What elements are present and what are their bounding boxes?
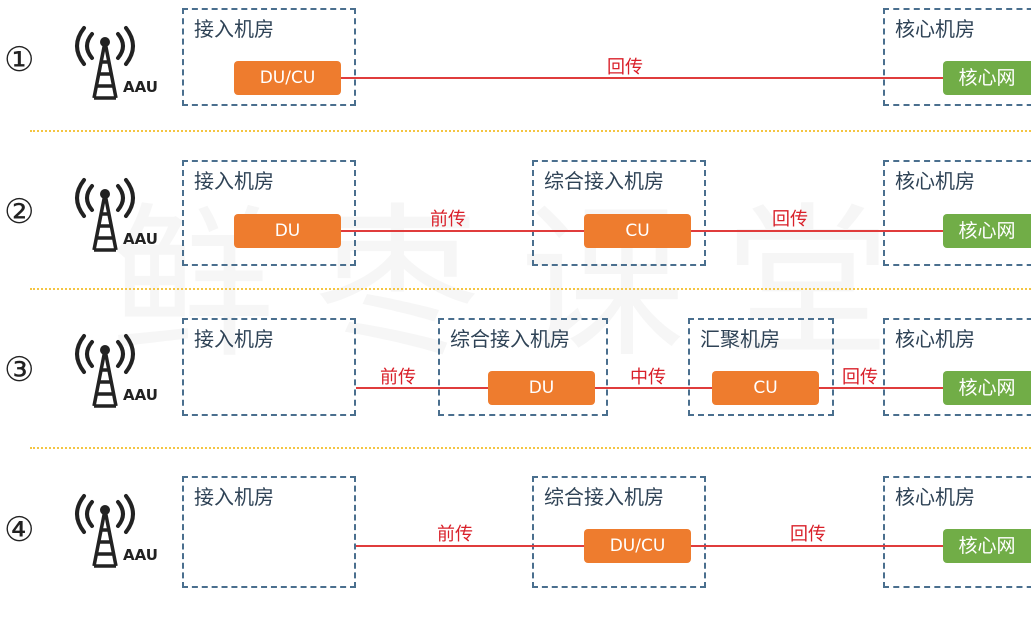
integrated-access-room: 综合接入机房	[438, 318, 608, 416]
deployment-option-2: ② AAU 接入机房 综合接入机房 核心机房 前传 回传 DU CU 核心网	[0, 152, 1031, 302]
du-cu-node: DU/CU	[584, 529, 691, 563]
deployment-option-1: ① AAU 接入机房 核心机房 回传 DU/CU 核心网	[0, 0, 1031, 150]
aggregation-room: 汇聚机房	[688, 318, 834, 416]
option-number: ④	[4, 510, 35, 550]
room-label: 接入机房	[194, 327, 274, 351]
aau-tower-icon: AAU	[75, 334, 158, 408]
aau-tower-icon: AAU	[75, 26, 158, 100]
aau-label: AAU	[123, 546, 158, 564]
du-node: DU	[488, 371, 595, 405]
core-room: 核心机房	[883, 318, 1031, 416]
du-node: DU	[234, 214, 341, 248]
room-label: 核心机房	[895, 169, 975, 193]
cu-node: CU	[712, 371, 819, 405]
access-room: 接入机房	[182, 318, 356, 416]
row-separator	[30, 447, 1031, 449]
room-label: 核心机房	[895, 17, 975, 41]
room-label: 接入机房	[194, 485, 274, 509]
backhaul-link	[690, 230, 945, 232]
link-label: 回传	[772, 209, 808, 230]
room-label: 核心机房	[895, 485, 975, 509]
backhaul-link	[340, 77, 945, 79]
backhaul-link	[818, 387, 945, 389]
room-label: 综合接入机房	[450, 327, 570, 351]
link-label: 回传	[607, 57, 643, 78]
midhaul-link	[595, 387, 713, 389]
backhaul-link	[690, 545, 945, 547]
room-label: 汇聚机房	[700, 327, 780, 351]
core-room: 核心机房	[883, 160, 1031, 266]
access-room: 接入机房	[182, 8, 356, 106]
fronthaul-link	[340, 230, 586, 232]
room-label: 综合接入机房	[544, 169, 664, 193]
core-room: 核心机房	[883, 8, 1031, 106]
du-cu-node: DU/CU	[234, 61, 341, 95]
aau-label: AAU	[123, 230, 158, 248]
link-label: 回传	[790, 524, 826, 545]
room-label: 接入机房	[194, 17, 274, 41]
core-network-node: 核心网	[943, 61, 1031, 95]
link-label: 前传	[430, 209, 466, 230]
link-label: 中传	[630, 367, 666, 388]
fronthaul-link	[356, 387, 490, 389]
link-label: 前传	[437, 524, 473, 545]
option-number: ②	[4, 192, 35, 232]
aau-label: AAU	[123, 78, 158, 96]
aau-tower-icon: AAU	[75, 494, 158, 568]
aau-tower-icon: AAU	[75, 178, 158, 252]
core-network-node: 核心网	[943, 214, 1031, 248]
link-label: 前传	[380, 367, 416, 388]
room-label: 综合接入机房	[544, 485, 664, 509]
core-network-node: 核心网	[943, 529, 1031, 563]
core-network-node: 核心网	[943, 371, 1031, 405]
link-label: 回传	[842, 367, 878, 388]
cu-node: CU	[584, 214, 691, 248]
row-separator	[30, 130, 1031, 132]
deployment-option-3: ③ AAU 接入机房 综合接入机房 汇聚机房 核心机房 前传 中传 回传 DU …	[0, 310, 1031, 460]
option-number: ①	[4, 40, 35, 80]
option-number: ③	[4, 350, 35, 390]
row-separator	[30, 288, 1031, 290]
room-label: 核心机房	[895, 327, 975, 351]
access-room: 接入机房	[182, 476, 356, 588]
integrated-access-room: 综合接入机房	[532, 160, 706, 266]
fronthaul-link	[356, 545, 586, 547]
deployment-option-4: ④ AAU 接入机房 综合接入机房 核心机房 前传 回传 DU/CU 核心网	[0, 468, 1031, 618]
aau-label: AAU	[123, 386, 158, 404]
room-label: 接入机房	[194, 169, 274, 193]
access-room: 接入机房	[182, 160, 356, 266]
